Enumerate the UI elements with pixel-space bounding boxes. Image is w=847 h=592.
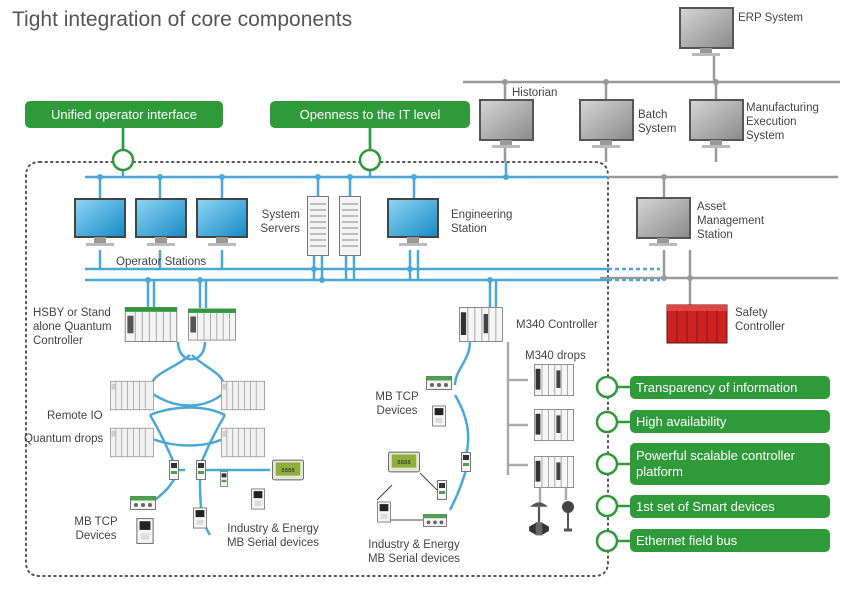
m340-drops-label: M340 drops xyxy=(525,350,586,362)
erp-monitor xyxy=(679,7,734,56)
system-boundary xyxy=(25,161,609,577)
feature-smart-devices: 1st set of Smart devices xyxy=(630,495,830,518)
erp-system-label: ERP System xyxy=(738,12,803,24)
operator-stations-label: Operator Stations xyxy=(116,256,207,268)
serial-device-mid xyxy=(423,514,447,527)
engineering-station-label: Engineering Station xyxy=(451,209,513,235)
historian-label: Historian xyxy=(512,87,558,99)
mb-tcp-device-left-2 xyxy=(136,518,154,544)
quantum-controller-a xyxy=(124,307,178,342)
quantum-drop-rack-1 xyxy=(110,427,154,458)
page-title: Tight integration of core components xyxy=(12,8,353,31)
mb-tcp-devices-mid-label: MB TCP Devices xyxy=(375,391,419,417)
remote-io-rack-1 xyxy=(110,380,154,411)
system-server-1 xyxy=(307,196,329,256)
energy-meter-mid xyxy=(377,501,391,523)
m340-drop-2 xyxy=(533,409,575,441)
mes-label: Manufacturing Execution System xyxy=(746,102,819,142)
engineering-station-monitor xyxy=(387,198,439,246)
feature-ethernet-field-bus: Ethernet field bus xyxy=(630,529,830,552)
mb-tcp-devices-left-label: MB TCP Devices xyxy=(74,516,118,542)
quantum-drop-rack-2 xyxy=(221,427,265,458)
m340-controller-label: M340 Controller xyxy=(516,319,598,331)
operator-station-2 xyxy=(135,198,187,246)
historian-monitor xyxy=(479,99,534,148)
feature-transparency: Transparency of information xyxy=(630,376,830,399)
unified-operator-interface-callout: Unified operator interface xyxy=(25,101,223,128)
serial-gateway-mid-2 xyxy=(437,480,447,500)
feature-scalable-controller: Powerful scalable controller platform xyxy=(630,443,830,485)
hsby-controller-label: HSBY or Stand alone Quantum Controller xyxy=(33,307,112,347)
operator-station-3 xyxy=(196,198,248,246)
operator-station-1 xyxy=(74,198,126,246)
m340-drop-3 xyxy=(533,456,575,488)
valve-icon xyxy=(528,501,550,537)
system-server-2 xyxy=(339,196,361,256)
serial-meter-left xyxy=(193,507,207,529)
batch-monitor xyxy=(579,99,634,148)
system-servers-label: System Servers xyxy=(260,209,300,235)
industry-energy-left-label: Industry & Energy MB Serial devices xyxy=(226,523,320,549)
switch-device-1 xyxy=(169,460,179,480)
energy-meter-left xyxy=(251,488,265,510)
serial-gateway-left xyxy=(220,470,228,488)
mb-tcp-device-mid-2 xyxy=(432,405,446,427)
transmitter-icon xyxy=(561,500,575,532)
remote-io-rack-2 xyxy=(221,380,265,411)
safety-controller-label: Safety Controller xyxy=(735,307,785,333)
safety-controller xyxy=(666,304,728,344)
feature-high-availability: High availability xyxy=(630,410,830,433)
switch-device-2 xyxy=(196,460,206,480)
quantum-controller-b xyxy=(188,308,236,341)
power-meter-display-mid xyxy=(388,451,420,473)
asset-management-monitor xyxy=(636,197,691,246)
batch-system-label: Batch System xyxy=(638,109,677,135)
serial-gateway-mid-1 xyxy=(461,452,471,472)
network-junctions xyxy=(97,174,509,283)
mb-tcp-device-left-1 xyxy=(130,496,156,510)
power-meter-display-left xyxy=(272,459,304,481)
remote-io-label: Remote IO xyxy=(47,410,103,422)
m340-drops-bus xyxy=(506,342,568,505)
openness-it-level-callout: Openness to the IT level xyxy=(270,101,470,128)
callout-connectors xyxy=(111,128,632,553)
field-network xyxy=(148,341,472,536)
quantum-drops-label: Quantum drops xyxy=(24,433,104,445)
m340-drop-1 xyxy=(533,364,575,396)
industry-energy-mid-label: Industry & Energy MB Serial devices xyxy=(367,539,461,565)
m340-controller xyxy=(459,307,503,342)
mes-monitor xyxy=(689,99,744,148)
mb-tcp-device-mid-1 xyxy=(426,376,452,390)
asset-management-label: Asset Management Station xyxy=(697,201,765,241)
supervision-network xyxy=(85,120,660,308)
